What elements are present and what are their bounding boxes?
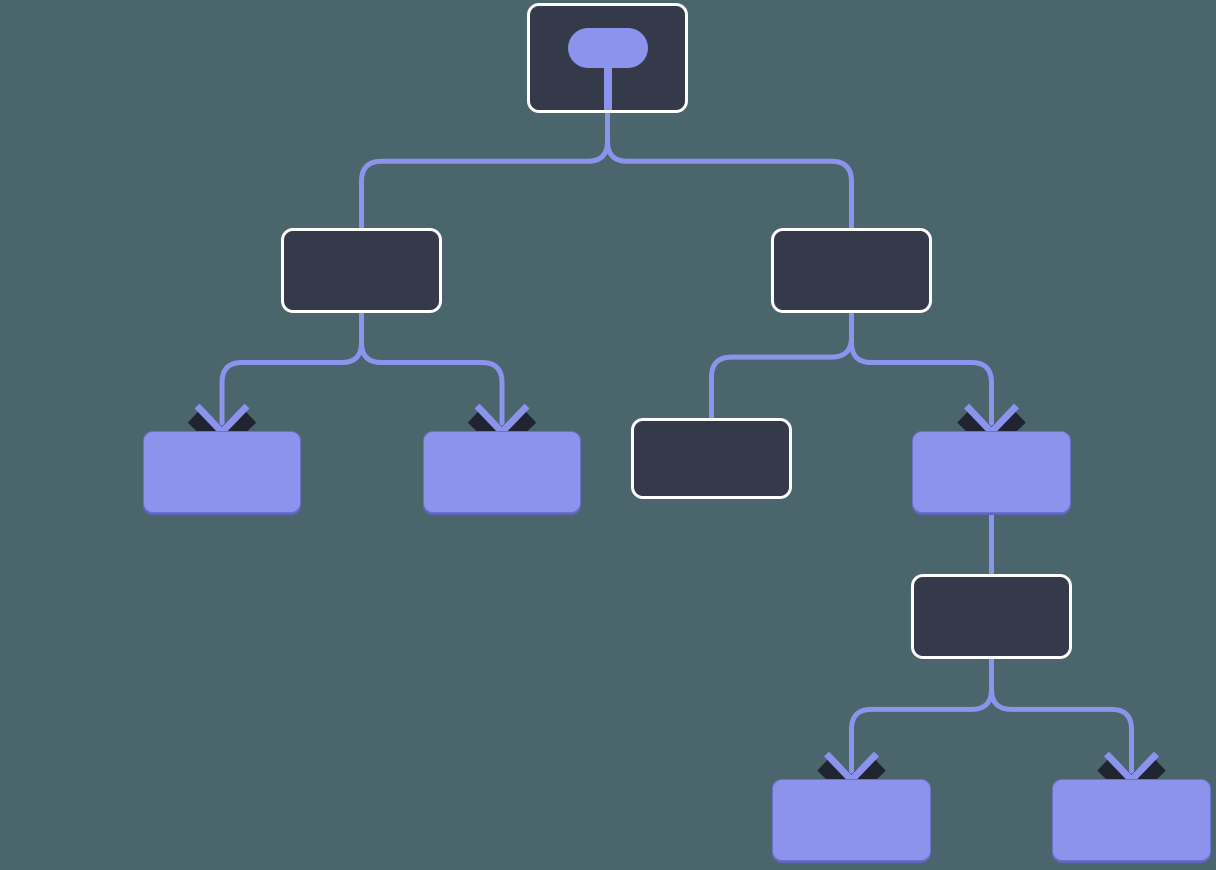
branch-node-right[interactable]	[771, 228, 932, 313]
leaf-node-2[interactable]	[423, 431, 581, 513]
plain-node-dark[interactable]	[631, 418, 792, 499]
leaf-node-4[interactable]	[1052, 779, 1211, 861]
pin-capsule-icon	[530, 6, 685, 110]
edge-left-to-leaf2	[359, 307, 505, 435]
pin-capsule-head	[567, 28, 648, 68]
edge-root-to-right	[605, 107, 854, 232]
branch-node-left[interactable]	[281, 228, 442, 313]
leaf-node-3[interactable]	[772, 779, 931, 861]
branch-node-lower[interactable]	[911, 574, 1072, 659]
pin-capsule-stem	[603, 64, 612, 110]
edge-right-to-purple	[849, 307, 994, 435]
leaf-node-1[interactable]	[143, 431, 301, 513]
branch-node-purple[interactable]	[912, 431, 1071, 513]
root-node[interactable]	[527, 3, 688, 113]
edge-lower-to-leaf4	[989, 653, 1134, 783]
